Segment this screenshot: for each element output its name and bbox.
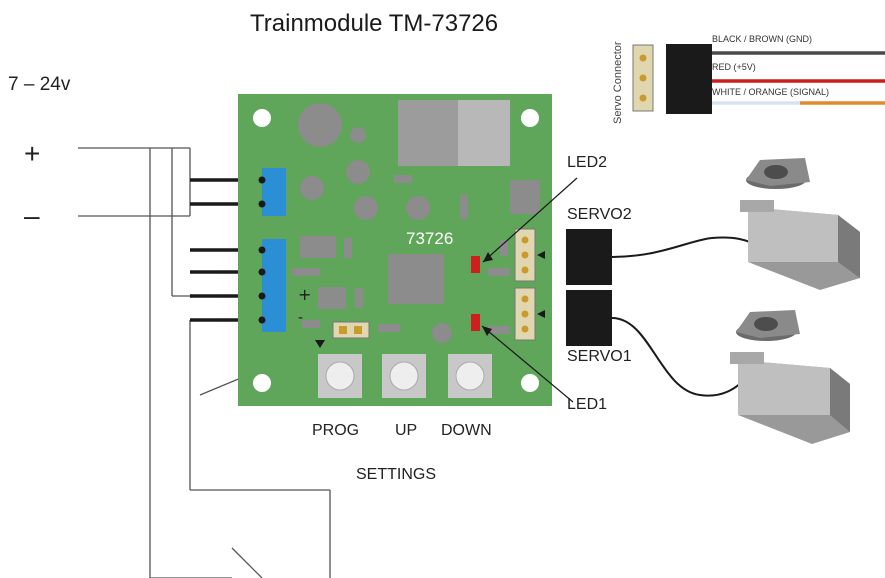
power-plus-label: + [24, 138, 41, 169]
led1-label: LED1 [567, 396, 608, 413]
servo2-label: SERVO2 [567, 206, 632, 223]
wire-signal-label: WHITE / ORANGE (SIGNAL) [712, 87, 830, 97]
up-button-label: UP [395, 422, 418, 439]
servo-cables [611, 236, 761, 397]
board-minus-mark: - [298, 310, 303, 326]
board-model-label: 73726 [406, 229, 454, 248]
servo1-label: SERVO1 [567, 348, 632, 365]
voltage-label: 7 – 24v [8, 74, 71, 95]
servo-motor-2 [740, 158, 860, 290]
led2-label: LED2 [567, 154, 608, 171]
diagram-title: Trainmodule TM-73726 [250, 10, 499, 37]
annotation-arrows [481, 177, 578, 403]
prog-button-label: PROG [312, 422, 360, 439]
servo-motor-1 [730, 310, 850, 444]
settings-label: SETTINGS [356, 466, 437, 483]
power-wiring [78, 147, 331, 578]
board-plus-mark: + [298, 285, 311, 304]
servo-connector-title: Servo Connector [612, 41, 624, 124]
power-minus-label: – [24, 200, 40, 231]
servo-plugs [566, 229, 612, 346]
pcb-board: + - [238, 94, 552, 406]
wire-5v-label: RED (+5V) [712, 62, 756, 72]
terminal-blocks [258, 168, 286, 332]
servo-connector-legend [632, 44, 885, 114]
wire-gnd-label: BLACK / BROWN (GND) [712, 34, 813, 44]
down-button-label: DOWN [441, 422, 492, 439]
